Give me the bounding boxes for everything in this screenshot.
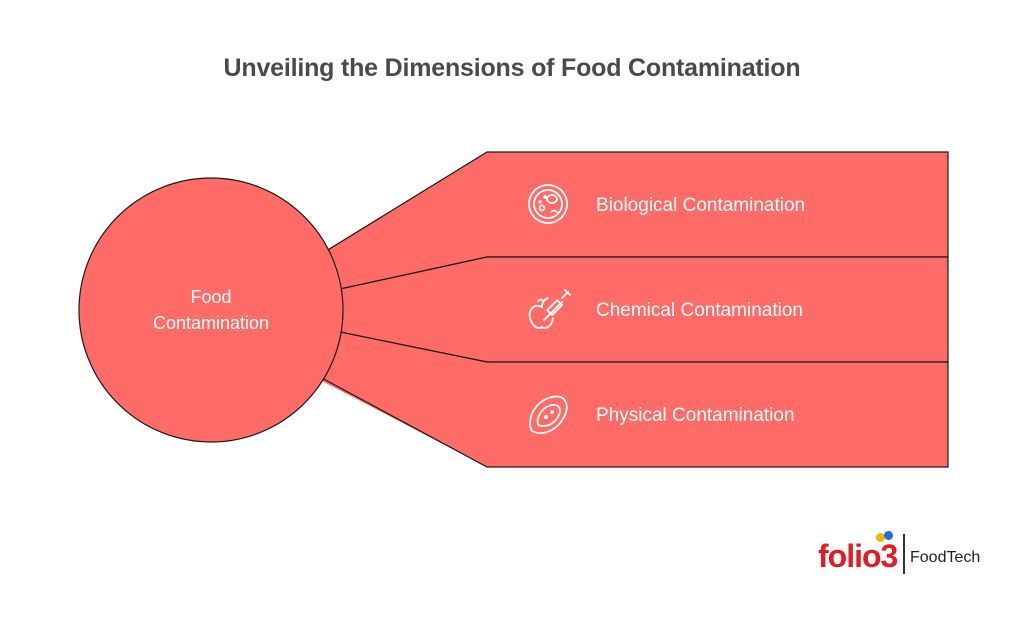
logo-brand: folio3 (818, 538, 898, 574)
apple-syringe-icon (528, 289, 571, 329)
page-title: Unveiling the Dimensions of Food Contami… (223, 54, 801, 82)
logo-dot-yellow (876, 533, 885, 542)
center-node[interactable] (78, 177, 344, 443)
logo-product: FoodTech (910, 549, 981, 566)
center-label-line2: Contamination (153, 313, 269, 333)
branch-label-chemical: Chemical Contamination (596, 300, 803, 321)
seed-particle-icon (529, 395, 568, 434)
branch-label-biological: Biological Contamination (596, 195, 805, 216)
folio3-foodtech-logo: folio3 FoodTech (818, 530, 998, 580)
logo-dot-blue (884, 531, 893, 540)
petri-dish-icon (528, 184, 568, 224)
center-label-line1: Food (190, 287, 231, 307)
branch-band-physical[interactable] (317, 331, 949, 468)
logo-divider (903, 534, 905, 574)
branch-label-physical: Physical Contamination (596, 405, 795, 426)
